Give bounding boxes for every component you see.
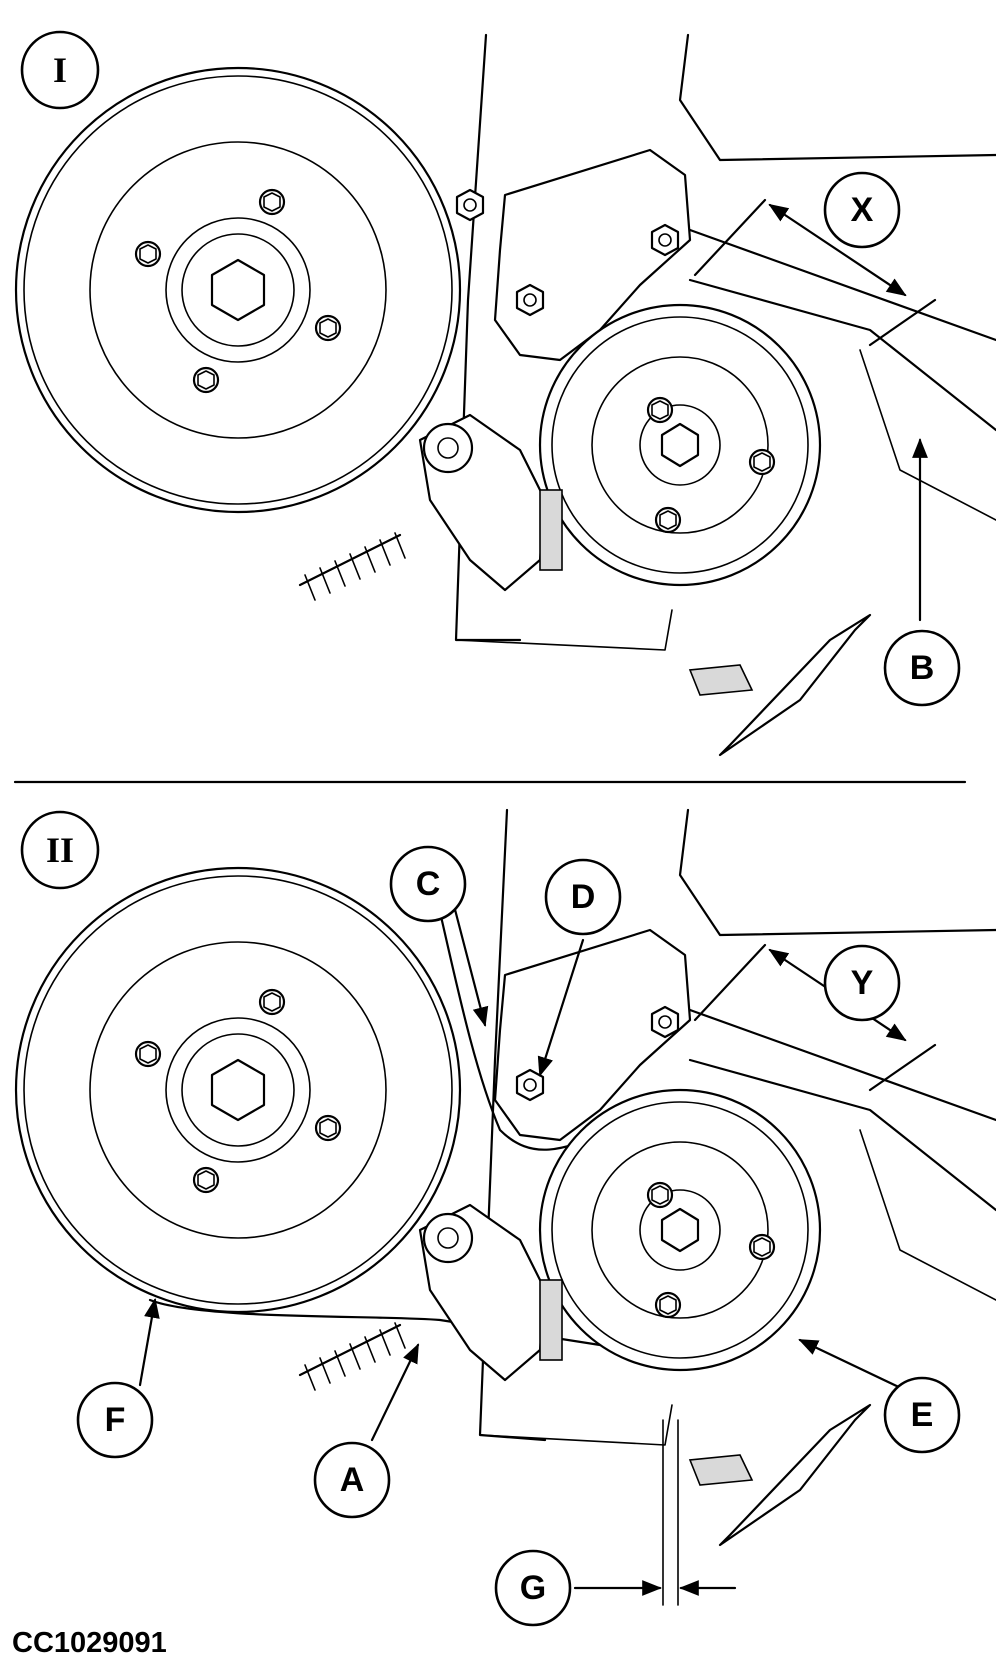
callout-f: F [76,1381,154,1459]
callout-panel-i: I [20,30,100,110]
c-leader [450,896,489,1027]
idler-pulley-2 [538,1088,822,1372]
adjust-nut [515,283,545,317]
f-leader [138,1298,160,1387]
dim-y-ext-right [868,1043,937,1092]
upper-nut-2 [650,1005,680,1039]
belt-lower [148,1298,602,1347]
label-f: F [105,1401,126,1439]
arm-side-2 [859,1129,996,1301]
callout-g: G [494,1549,572,1627]
figure-code: CC1029091 [12,1627,167,1659]
guide-pad-2 [688,1454,754,1486]
panel-one [14,33,996,757]
tension-spring-2 [304,1322,406,1391]
callout-x: X [823,171,901,249]
pivot-assembly-2 [298,1203,563,1391]
label-a: A [340,1461,365,1499]
label-b: B [910,649,935,687]
frame-top-2 [678,808,996,937]
panel-label-i: I [53,50,67,90]
frame-bottom-2 [479,1404,673,1446]
callout-panel-ii: II [20,810,100,890]
dim-x-arrow [768,203,907,297]
frame-nut [455,188,485,222]
d-leader [537,938,585,1077]
e-leader [798,1338,907,1392]
a-leader [370,1343,420,1442]
label-c: C [416,865,441,903]
arm-upper-edge-2 [688,1008,996,1122]
label-g: G [520,1569,546,1607]
label-y: Y [851,964,874,1002]
callout-e: E [883,1376,961,1454]
dim-x-ext-right [868,298,937,347]
callout-y: Y [823,944,901,1022]
belt-guide-2 [718,1403,872,1547]
guide-pad [688,664,754,696]
frame-top [678,33,996,162]
tension-spring [304,532,406,601]
label-d: D [571,878,596,916]
pivot-assembly [298,413,563,601]
idler-bracket-2 [493,928,692,1142]
arm-lower-edge-2 [688,1058,996,1212]
upper-nut [650,223,680,257]
label-x: X [851,191,874,229]
arm-side [859,349,996,521]
large-pulley [14,66,462,514]
belt-guide [718,613,872,757]
callout-b: B [883,629,961,707]
panel-two [14,808,996,1606]
label-e: E [911,1396,934,1434]
callout-d: D [544,858,622,936]
callout-c: C [389,845,467,923]
frame-bottom [455,609,673,651]
dim-y-ext-left [693,943,767,1022]
dim-x-ext-left [693,198,767,277]
arm-lower-edge [688,278,996,432]
large-pulley-2 [14,866,462,1314]
idler-pulley [538,303,822,587]
callout-a: A [313,1441,391,1519]
panel-label-ii: II [46,830,74,870]
